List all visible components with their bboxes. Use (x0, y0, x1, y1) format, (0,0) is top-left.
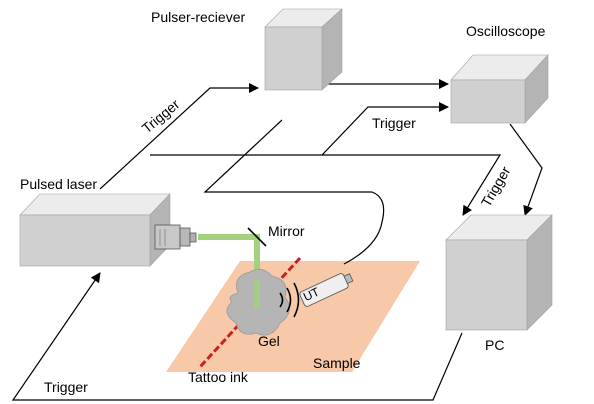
pulsed-laser-label: Pulsed laser (20, 176, 97, 192)
trigger-label-laser-pulser: Trigger (139, 96, 183, 137)
trigger-label-pulser-osc: Trigger (372, 115, 416, 131)
transducer-mark: UT (301, 284, 322, 304)
pulser-reciever-box (264, 8, 343, 91)
wire-mid-to-osc (150, 102, 449, 156)
ultrasound-cable (203, 119, 385, 265)
sample-plate (166, 261, 420, 372)
sample-label: Sample (313, 355, 361, 371)
pulser-reciever-label: Pulser-reciever (151, 9, 245, 25)
mirror (247, 227, 267, 247)
wire-osc-to-pc (509, 123, 543, 216)
trigger-label-pc-laser: Trigger (44, 379, 88, 395)
pc-box (445, 214, 553, 331)
gel-label: Gel (258, 333, 280, 349)
pulsed-laser-box (19, 193, 171, 267)
acoustic-waves (279, 282, 300, 318)
ultrasound-transducer (299, 273, 354, 307)
wire-to-pc (322, 154, 502, 216)
wire-laser-to-pulser (99, 83, 259, 190)
trigger-label-to-pc: Trigger (478, 163, 514, 209)
tattoo-ink-label: Tattoo ink (188, 369, 249, 385)
oscilloscope-box (450, 54, 549, 124)
laser-head (154, 224, 197, 250)
wire-pc-to-laser (11, 272, 463, 401)
pc-label: PC (485, 337, 504, 353)
mirror-label: Mirror (268, 223, 305, 239)
oscilloscope-label: Oscilloscope (466, 23, 546, 39)
